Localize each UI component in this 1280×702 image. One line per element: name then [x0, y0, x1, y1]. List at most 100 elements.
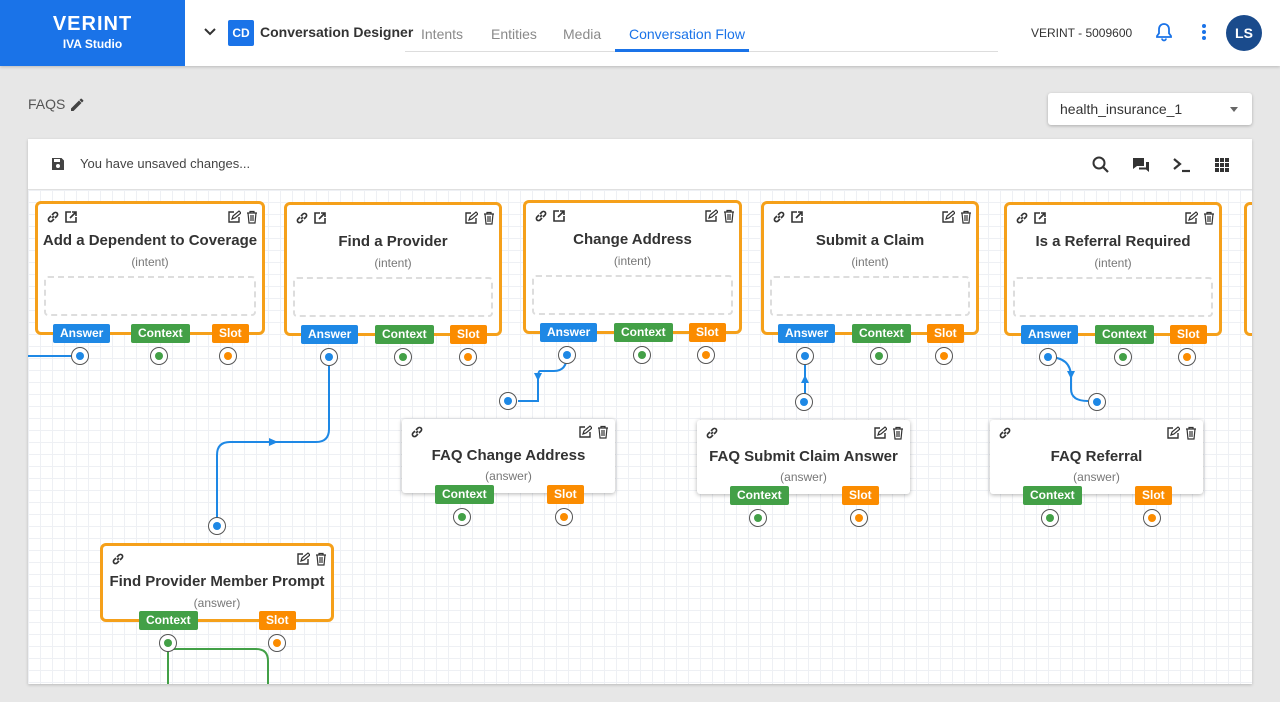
intent-node-find-provider[interactable]: Find a Provider (intent): [284, 202, 502, 336]
edit-icon[interactable]: [1184, 211, 1198, 225]
delete-icon[interactable]: [1202, 211, 1216, 225]
answer-node-faq-change-address[interactable]: FAQ Change Address (answer): [402, 419, 615, 493]
edit-icon[interactable]: [464, 211, 478, 225]
context-port-label: Context: [131, 324, 190, 343]
tab-conversation-flow[interactable]: Conversation Flow: [629, 26, 745, 42]
link-icon[interactable]: [998, 426, 1012, 440]
slot-port[interactable]: [459, 348, 477, 366]
context-port[interactable]: [453, 508, 471, 526]
input-port[interactable]: [1088, 393, 1106, 411]
context-port[interactable]: [870, 347, 888, 365]
link-icon[interactable]: [295, 211, 309, 225]
brand-logo[interactable]: VERINT IVA Studio: [0, 0, 185, 66]
drop-zone[interactable]: [1013, 277, 1213, 317]
answer-node-find-provider-member-prompt[interactable]: Find Provider Member Prompt (answer): [100, 543, 334, 622]
more-vert-icon[interactable]: [1196, 22, 1212, 42]
delete-icon[interactable]: [891, 426, 905, 440]
link-icon[interactable]: [111, 552, 125, 566]
flow-canvas[interactable]: You have unsaved changes... Add a Depend…: [28, 139, 1252, 684]
delete-icon[interactable]: [596, 425, 610, 439]
context-port[interactable]: [394, 348, 412, 366]
open-external-icon[interactable]: [1033, 211, 1047, 225]
chat-preview-icon[interactable]: [1131, 155, 1151, 175]
link-icon[interactable]: [1015, 211, 1029, 225]
delete-icon[interactable]: [245, 210, 259, 224]
intent-node-add-dependent[interactable]: Add a Dependent to Coverage (intent): [35, 201, 265, 335]
intent-node-partial[interactable]: [1244, 202, 1252, 336]
answer-port[interactable]: [558, 346, 576, 364]
delete-icon[interactable]: [959, 210, 973, 224]
search-icon[interactable]: [1091, 155, 1111, 175]
delete-icon[interactable]: [722, 209, 736, 223]
slot-port[interactable]: [935, 347, 953, 365]
slot-port-label: Slot: [547, 485, 584, 504]
delete-icon[interactable]: [1184, 426, 1198, 440]
bot-select[interactable]: health_insurance_1: [1048, 93, 1252, 125]
app-badge: CD: [228, 20, 254, 46]
tab-entities[interactable]: Entities: [491, 26, 537, 42]
slot-port[interactable]: [1178, 348, 1196, 366]
open-external-icon[interactable]: [552, 209, 566, 223]
link-icon[interactable]: [46, 210, 60, 224]
edit-icon[interactable]: [873, 426, 887, 440]
answer-port[interactable]: [1039, 348, 1057, 366]
open-external-icon[interactable]: [313, 211, 327, 225]
slot-port[interactable]: [219, 347, 237, 365]
context-port[interactable]: [1041, 509, 1059, 527]
brand-name: VERINT: [52, 13, 133, 35]
bell-icon[interactable]: [1154, 22, 1174, 42]
input-port[interactable]: [208, 517, 226, 535]
input-port[interactable]: [499, 392, 517, 410]
link-icon[interactable]: [410, 425, 424, 439]
slot-port[interactable]: [697, 346, 715, 364]
drop-zone[interactable]: [44, 276, 256, 316]
edit-icon[interactable]: [227, 210, 241, 224]
context-port[interactable]: [1114, 348, 1132, 366]
drop-zone[interactable]: [770, 276, 970, 316]
context-port[interactable]: [749, 509, 767, 527]
delete-icon[interactable]: [482, 211, 496, 225]
slot-port[interactable]: [1143, 509, 1161, 527]
link-icon[interactable]: [534, 209, 548, 223]
edit-icon[interactable]: [1166, 426, 1180, 440]
link-icon[interactable]: [772, 210, 786, 224]
intent-node-referral[interactable]: Is a Referral Required (intent): [1004, 202, 1222, 336]
intent-node-submit-claim[interactable]: Submit a Claim (intent): [761, 201, 979, 335]
console-icon[interactable]: [1172, 155, 1192, 175]
slot-port[interactable]: [850, 509, 868, 527]
account-label[interactable]: VERINT - 5009600: [1031, 26, 1133, 40]
slot-port[interactable]: [268, 634, 286, 652]
tab-media[interactable]: Media: [563, 26, 602, 42]
node-title: Find Provider Member Prompt: [109, 573, 325, 590]
context-port[interactable]: [150, 347, 168, 365]
context-port-label: Context: [614, 323, 673, 342]
tab-intents[interactable]: Intents: [421, 26, 464, 42]
open-external-icon[interactable]: [790, 210, 804, 224]
edit-icon[interactable]: [704, 209, 718, 223]
open-external-icon[interactable]: [64, 210, 78, 224]
save-icon[interactable]: [50, 156, 66, 172]
context-port[interactable]: [159, 634, 177, 652]
context-port[interactable]: [633, 346, 651, 364]
link-icon[interactable]: [705, 426, 719, 440]
slot-port[interactable]: [555, 508, 573, 526]
chevron-down-icon[interactable]: [202, 24, 218, 40]
edit-icon[interactable]: [941, 210, 955, 224]
edit-icon[interactable]: [578, 425, 592, 439]
intent-node-change-address[interactable]: Change Address (intent): [523, 200, 742, 334]
delete-icon[interactable]: [314, 552, 328, 566]
grid-icon[interactable]: [1212, 155, 1232, 175]
unsaved-changes-text: You have unsaved changes...: [80, 156, 251, 171]
drop-zone[interactable]: [532, 275, 733, 315]
input-port[interactable]: [795, 393, 813, 411]
edit-icon[interactable]: [296, 552, 310, 566]
answer-node-faq-referral[interactable]: FAQ Referral (answer): [990, 420, 1203, 494]
avatar[interactable]: LS: [1226, 15, 1262, 51]
answer-port[interactable]: [320, 348, 338, 366]
answer-node-faq-submit-claim[interactable]: FAQ Submit Claim Answer (answer): [697, 420, 910, 494]
answer-port[interactable]: [71, 347, 89, 365]
answer-port[interactable]: [796, 347, 814, 365]
app-title[interactable]: Conversation Designer: [260, 24, 414, 40]
pencil-icon[interactable]: [68, 95, 86, 113]
drop-zone[interactable]: [293, 277, 493, 317]
